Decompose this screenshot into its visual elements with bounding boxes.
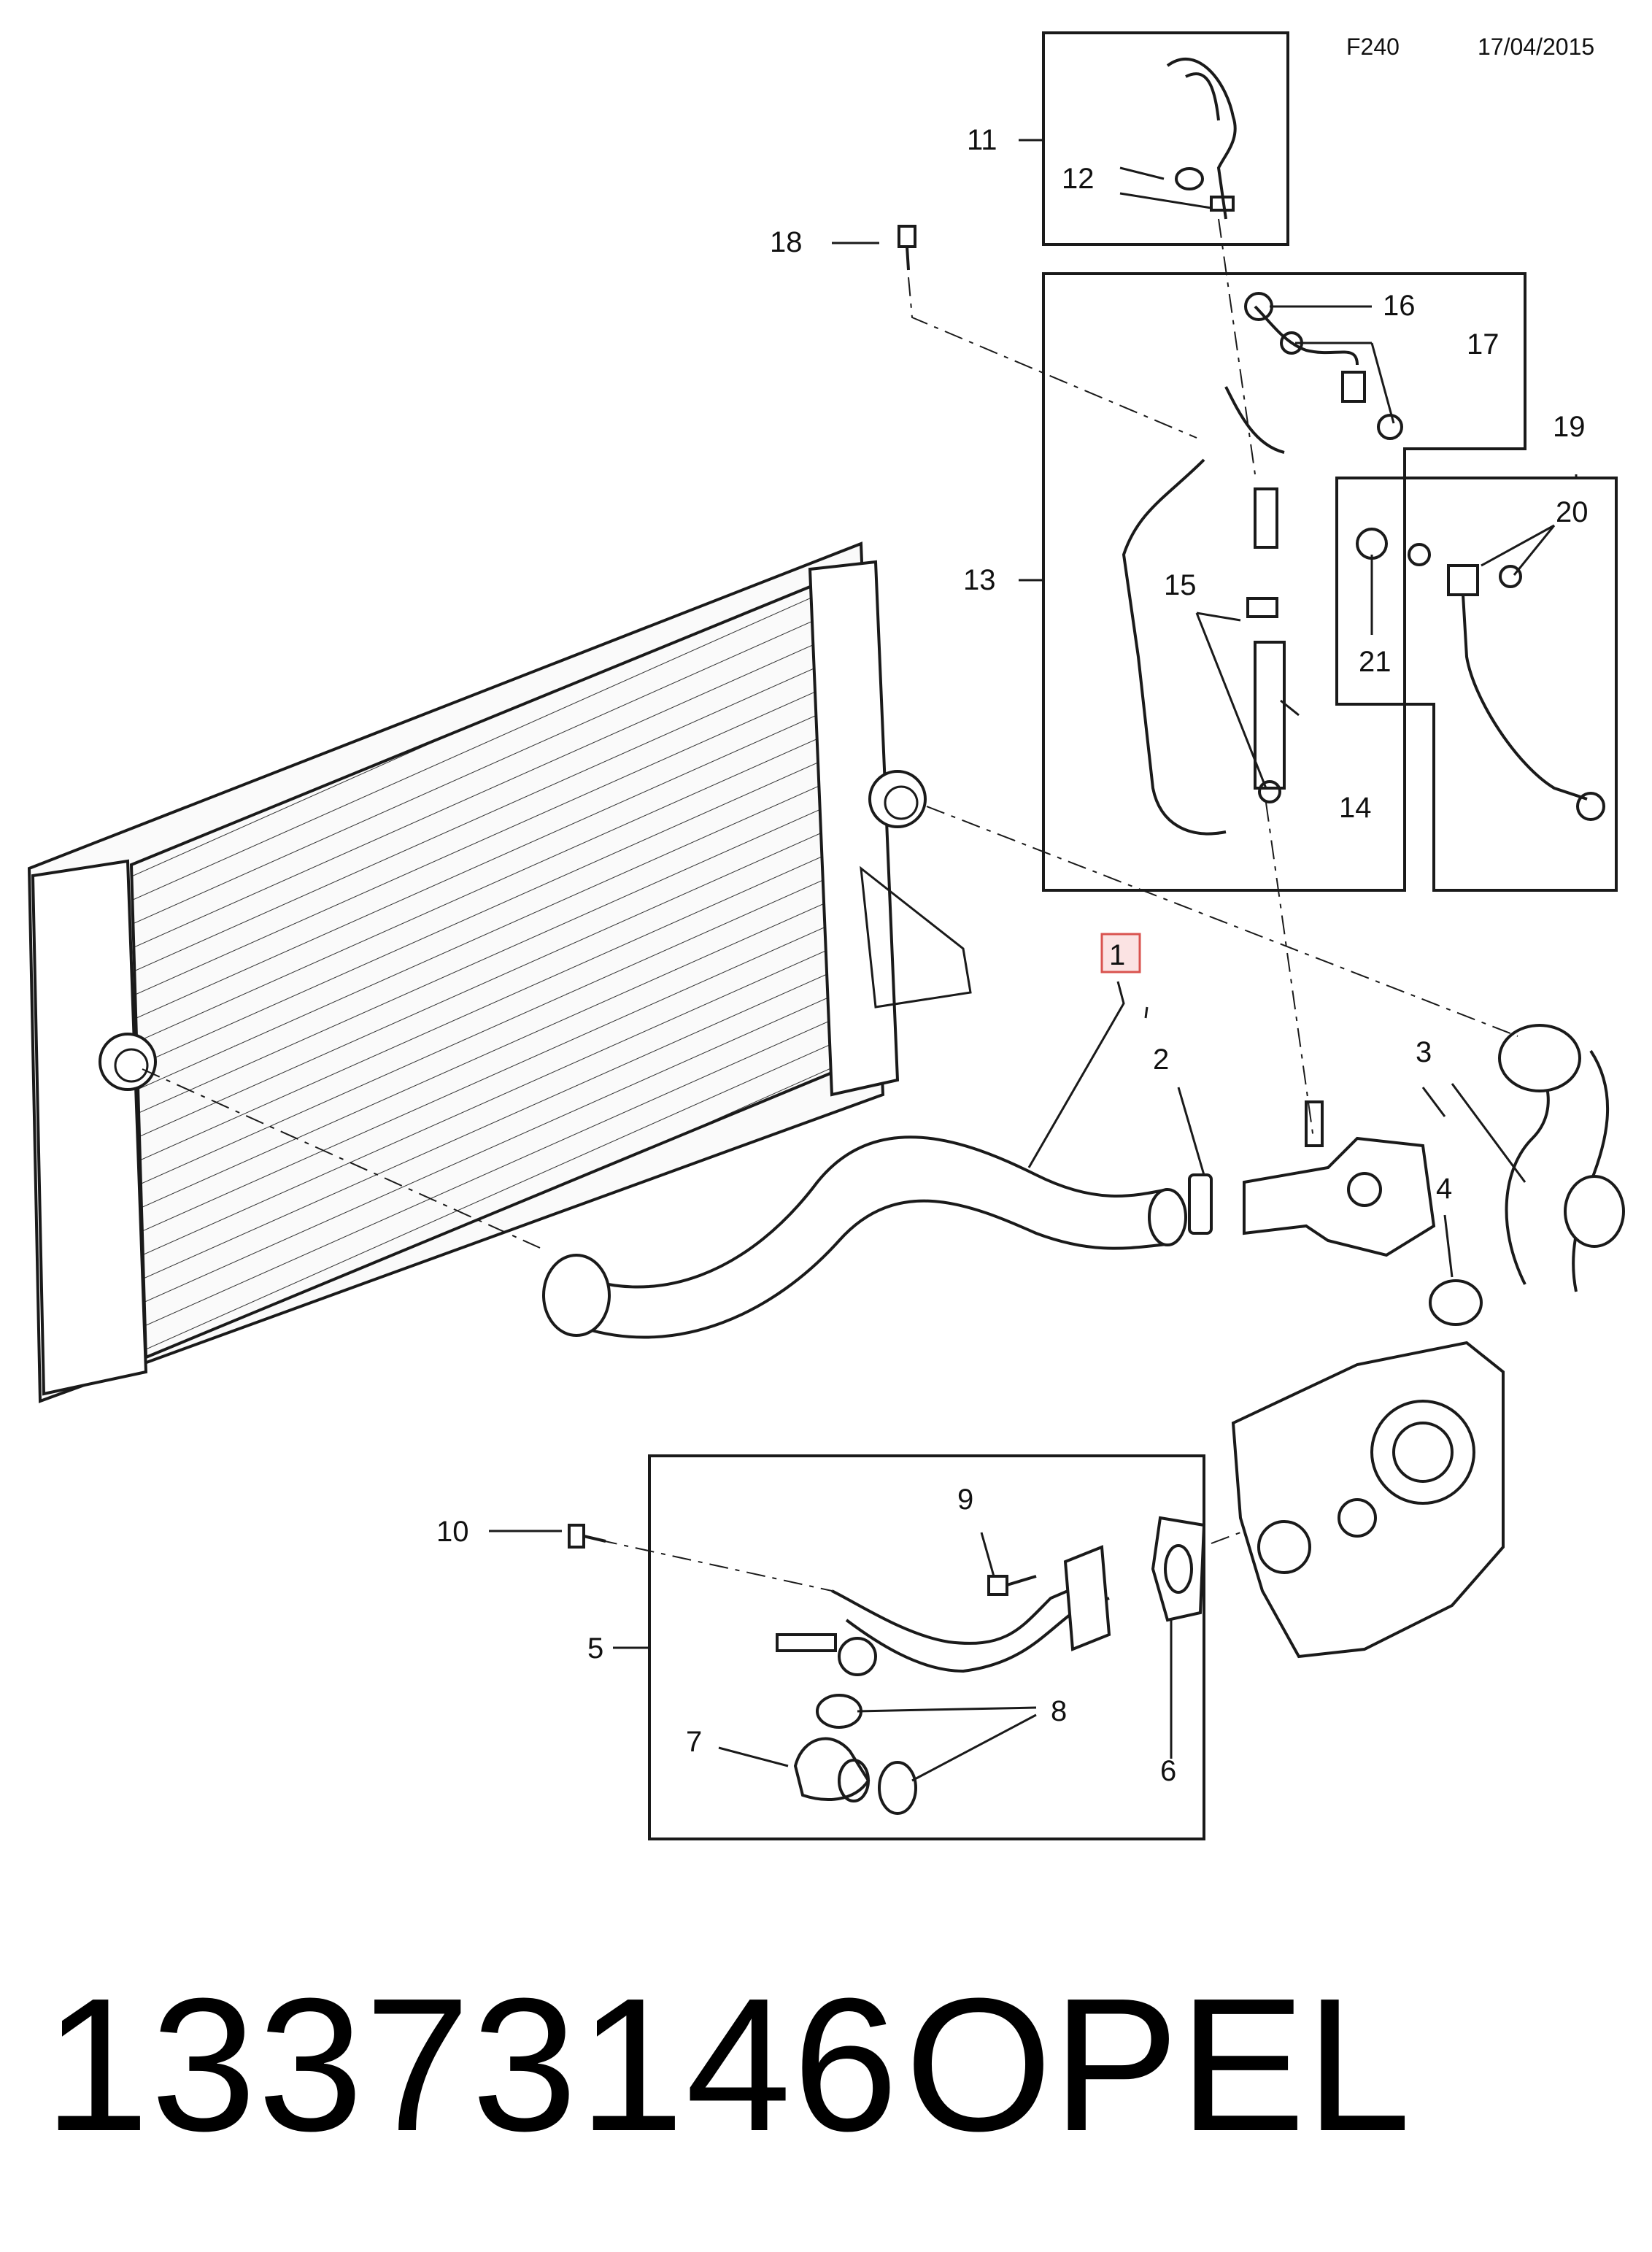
callout-18[interactable]: 18: [770, 226, 803, 258]
callout-8[interactable]: 8: [1051, 1695, 1067, 1727]
callout-9[interactable]: 9: [957, 1484, 973, 1516]
bolt-9: [987, 1575, 1037, 1596]
gasket-6: [1151, 1516, 1206, 1622]
callout-7[interactable]: 7: [686, 1726, 702, 1758]
detail-box-13: [1042, 272, 1526, 892]
callout-19[interactable]: 19: [1553, 411, 1586, 443]
hose-1: [542, 1135, 1187, 1339]
callout-5[interactable]: 5: [587, 1632, 603, 1665]
hose-7: [793, 1737, 871, 1802]
detail-box-11: [1042, 31, 1289, 246]
callout-12[interactable]: 12: [1062, 163, 1095, 195]
callout-1[interactable]: 1: [1109, 939, 1125, 971]
callout-20[interactable]: 20: [1556, 496, 1589, 528]
clamp-4: [1429, 1279, 1483, 1326]
callout-2[interactable]: 2: [1153, 1044, 1169, 1076]
leader-lines: [489, 139, 1578, 1782]
bolt-18: [898, 225, 916, 271]
callout-16[interactable]: 16: [1383, 290, 1416, 322]
pipe-5: [776, 1545, 1111, 1676]
callout-11[interactable]: 11: [967, 124, 997, 156]
callout-10[interactable]: 10: [436, 1516, 469, 1548]
assembly-lines: [142, 218, 1518, 1592]
clamp-2: [1188, 1173, 1213, 1235]
callout-4[interactable]: 4: [1436, 1173, 1452, 1205]
callout-13[interactable]: 13: [963, 564, 996, 596]
thermostat-housing: [1243, 1100, 1436, 1257]
pipe-19: [1356, 528, 1605, 821]
detail-box-5: [648, 1454, 1205, 1840]
pipe-assembly-13: [1122, 292, 1403, 836]
callout-3[interactable]: 3: [1416, 1036, 1432, 1068]
pipe-11: [1166, 58, 1237, 220]
figure-date: 17/04/2015: [1478, 34, 1594, 60]
callout-17[interactable]: 17: [1467, 328, 1499, 360]
callout-21[interactable]: 21: [1359, 646, 1392, 678]
part-number: 13373146: [44, 1959, 900, 2171]
callout-14[interactable]: 14: [1339, 792, 1372, 824]
brand-name: OPEL: [905, 1959, 1411, 2171]
hose-3: [1498, 1024, 1625, 1292]
detail-box-19: [1335, 477, 1618, 892]
highlight-box: [1100, 933, 1141, 973]
figure-code: F240: [1346, 34, 1400, 60]
callout-15[interactable]: 15: [1164, 569, 1197, 601]
bolt-10: [568, 1524, 606, 1549]
water-pump-housing: [1231, 1341, 1505, 1659]
radiator: [27, 541, 972, 1403]
callout-6[interactable]: 6: [1160, 1755, 1176, 1787]
